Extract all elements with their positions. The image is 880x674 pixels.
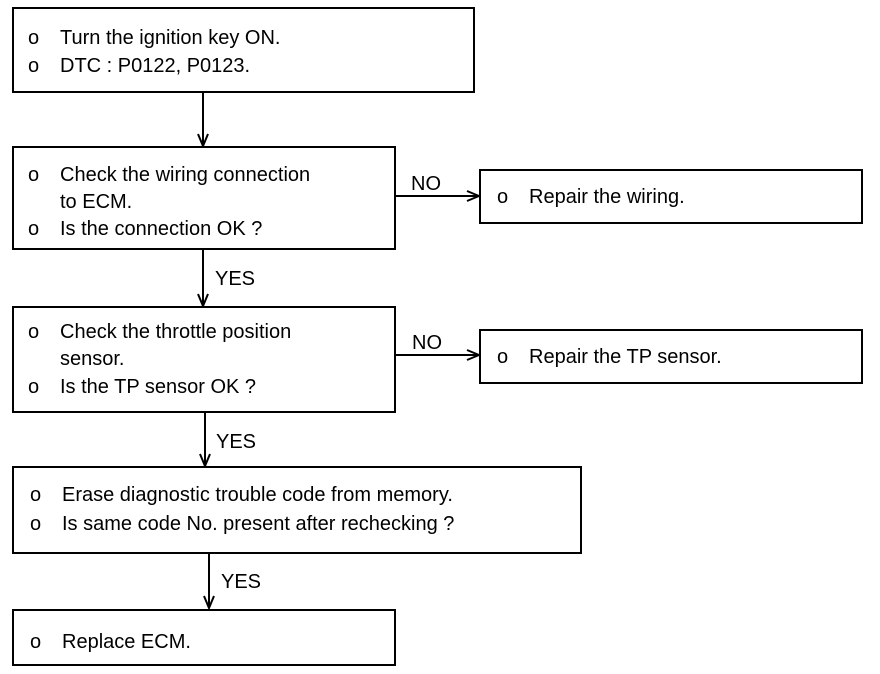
erase-check-box <box>12 466 582 554</box>
wiring-repair-text-1: Repair the wiring. <box>529 186 685 208</box>
start-box <box>12 7 475 93</box>
tp-repair-box <box>479 329 863 384</box>
wiring-check-text-3: Is the connection OK ? <box>60 218 263 240</box>
tp-check-box <box>12 306 396 413</box>
wiring-check-text-1: Check the wiring connection <box>60 164 311 186</box>
replace-text-1: Replace ECM. <box>62 631 191 653</box>
wiring-check-text-2: to ECM. <box>60 191 133 213</box>
bullet: o <box>28 27 40 49</box>
bullet: o <box>497 346 509 368</box>
bullet: o <box>497 186 509 208</box>
tp-check-text-3: Is the TP sensor OK ? <box>60 376 257 398</box>
bullet: o <box>30 513 42 535</box>
bullet: o <box>28 321 40 343</box>
yes-label-tp: YES <box>216 431 257 453</box>
bullet: o <box>30 484 42 506</box>
replace-box <box>12 609 396 666</box>
tp-repair-text-1: Repair the TP sensor. <box>529 346 722 368</box>
bullet: o <box>28 376 40 398</box>
start-text-1: Turn the ignition key ON. <box>60 27 281 49</box>
tp-check-text-2: sensor. <box>60 348 125 370</box>
tp-check-text-1: Check the throttle position <box>60 321 292 343</box>
no-label-wiring: NO <box>411 173 441 195</box>
erase-check-text-2: Is same code No. present after recheckin… <box>62 513 455 535</box>
bullet: o <box>28 218 40 240</box>
yes-label-erase: YES <box>221 571 262 593</box>
erase-check-text-1: Erase diagnostic trouble code from memor… <box>62 484 453 506</box>
bullet: o <box>30 631 42 653</box>
yes-label-wiring: YES <box>215 268 256 290</box>
bullet: o <box>28 55 40 77</box>
start-text-2: DTC : P0122, P0123. <box>60 55 251 77</box>
no-label-tp: NO <box>412 332 442 354</box>
wiring-check-box <box>12 146 396 250</box>
wiring-repair-box <box>479 169 863 224</box>
bullet: o <box>28 164 40 186</box>
